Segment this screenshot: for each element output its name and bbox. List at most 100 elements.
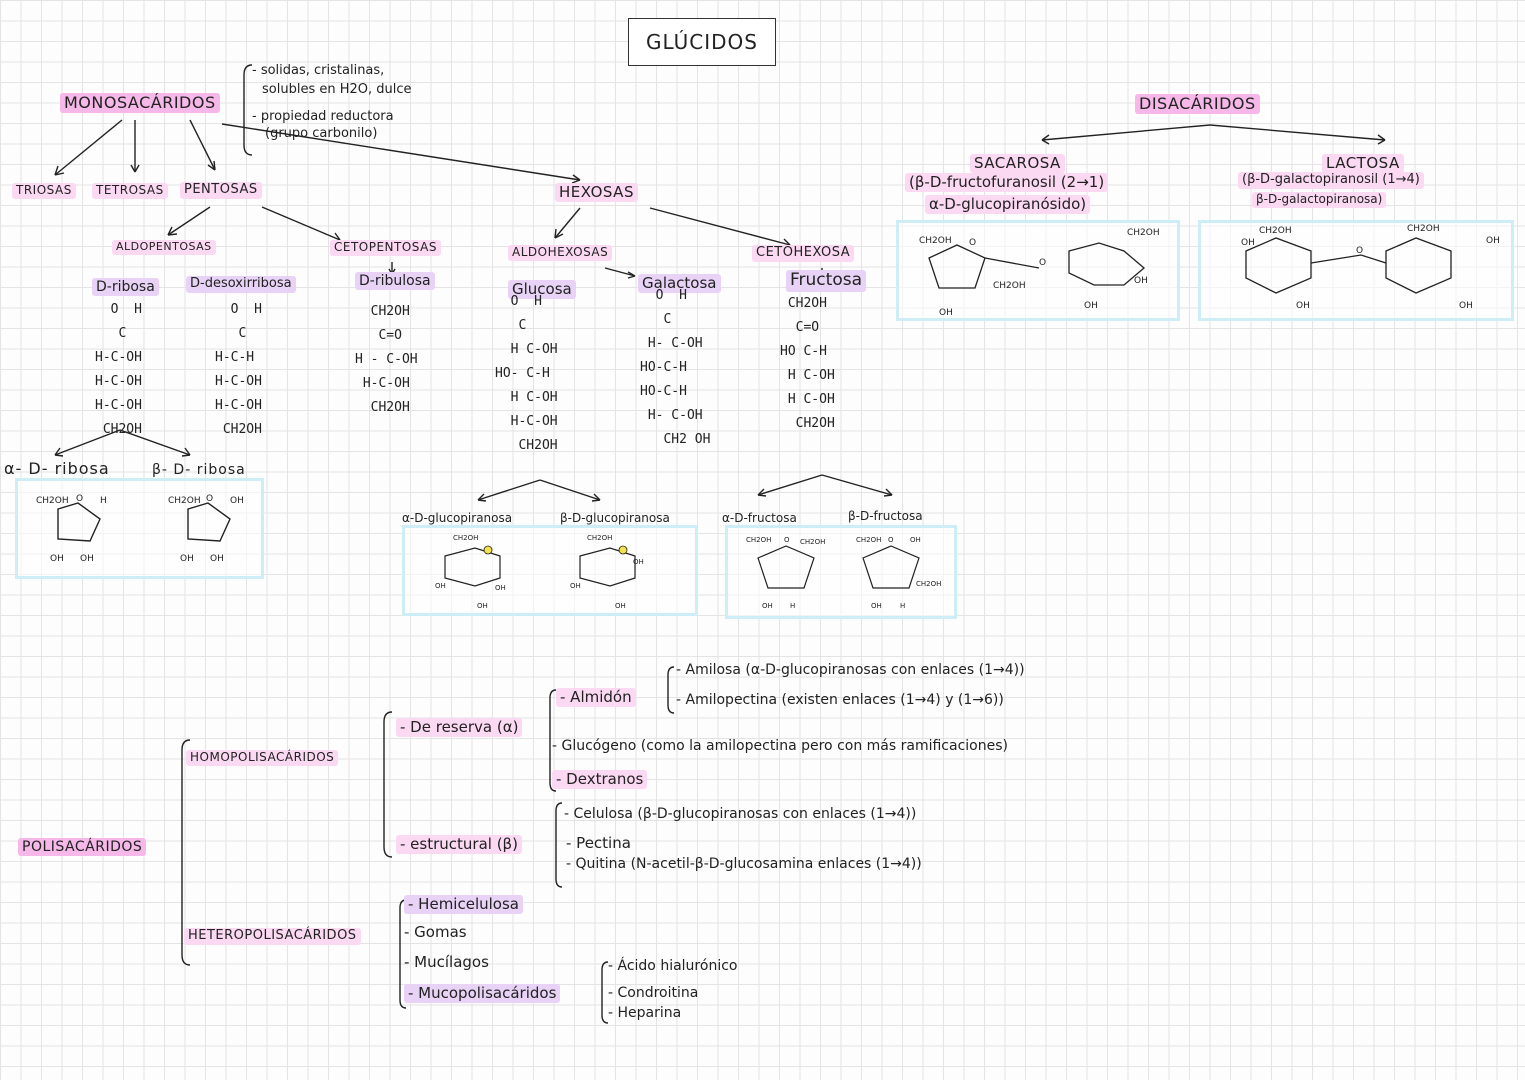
pentosas-label: PENTOSAS bbox=[180, 182, 262, 199]
formula-line: C bbox=[95, 326, 127, 341]
formula-line: C bbox=[640, 312, 672, 327]
ring-label: CH2OH bbox=[800, 538, 825, 546]
amilosa-text: - Amilosa (α-D-glucopiranosas con enlace… bbox=[676, 662, 1025, 678]
ring-label: OH bbox=[910, 536, 921, 544]
glucogeno-text: - Glucógeno (como la amilopectina pero c… bbox=[552, 738, 1008, 754]
formula-line: CH2 OH bbox=[640, 432, 711, 447]
ring-label: CH2OH bbox=[1127, 228, 1160, 238]
formula-line: CH2OH bbox=[355, 400, 410, 415]
ring-label: OH bbox=[633, 558, 644, 566]
ring-label: H bbox=[100, 496, 107, 506]
beta-fructosa-label: β-D-fructosa bbox=[848, 509, 923, 523]
ring-label: O bbox=[1039, 258, 1046, 268]
formula-line: H-C-OH bbox=[95, 374, 142, 389]
formula-line: O H bbox=[95, 302, 142, 317]
ring-label: O bbox=[206, 494, 213, 504]
ring-label: OH bbox=[495, 584, 506, 592]
formula-line: H C-OH bbox=[495, 390, 558, 405]
formula-line: H C-OH bbox=[495, 342, 558, 357]
ring-label: CH2OH bbox=[856, 536, 881, 544]
homopolisacaridos-label: HOMOPOLISACÁRIDOS bbox=[186, 750, 339, 766]
triosas-label: TRIOSAS bbox=[12, 183, 76, 199]
mono-prop-3: - propiedad reductora bbox=[252, 109, 394, 124]
disacaridos-label: DISACÁRIDOS bbox=[1135, 94, 1260, 115]
ribosa-rings: CH2OH O H OH OH CH2OH O OH OH OH bbox=[36, 494, 244, 564]
ring-label: H bbox=[790, 602, 795, 610]
page-title: GLÚCIDOS bbox=[628, 18, 776, 66]
ribosa-label: D-ribosa bbox=[92, 278, 159, 297]
lactosa-desc-1: (β-D-galactopiranosil (1→4) bbox=[1238, 172, 1424, 189]
ring-label: OH bbox=[230, 496, 244, 506]
condroitina-text: - Condroitina bbox=[608, 985, 699, 1001]
formula-line: CH2OH bbox=[495, 438, 558, 453]
ring-label: O bbox=[76, 494, 83, 504]
formula-line: H- C-OH bbox=[640, 408, 703, 423]
ring-label: CH2OH bbox=[36, 496, 69, 506]
ring-label: OH bbox=[615, 602, 626, 610]
formula-line: HO-C-H bbox=[640, 360, 687, 375]
heteropolisacaridos-label: HETEROPOLISACÁRIDOS bbox=[184, 928, 361, 945]
oxygen-marker bbox=[483, 545, 493, 555]
glucopiranosa-rings: CH2OH OH OH OH CH2OH OH OH OH bbox=[435, 534, 644, 610]
quitina-text: - Quitina (N-acetil-β-D-glucosamina enla… bbox=[566, 856, 922, 872]
ring-label: OH bbox=[435, 582, 446, 590]
oxygen-marker bbox=[618, 545, 628, 555]
formula-line: CH2OH bbox=[780, 416, 835, 431]
lactosa-ring: CH2OH OH O CH2OH OH OH OH bbox=[1241, 224, 1500, 311]
aldohexosas-label: ALDOHEXOSAS bbox=[508, 245, 613, 261]
ring-label: OH bbox=[1134, 276, 1148, 286]
ring-label: CH2OH bbox=[1407, 224, 1440, 234]
fructofuranosa-rings: CH2OH CH2OH O OH H CH2OH OH O CH2OH OH H bbox=[746, 536, 941, 610]
hexosas-label: HEXOSAS bbox=[555, 183, 638, 203]
ring-label: CH2OH bbox=[1259, 226, 1292, 236]
lactosa-label: LACTOSA bbox=[1322, 154, 1404, 174]
fructofuranosa-rings-box: CH2OH CH2OH O OH H CH2OH OH O CH2OH OH H bbox=[725, 525, 957, 619]
formula-line: H-C-OH bbox=[215, 398, 262, 413]
lactosa-desc-2: β-D-galactopiranosa) bbox=[1252, 192, 1387, 208]
polisacaridos-label: POLISACÁRIDOS bbox=[18, 838, 147, 857]
mucopolisacaridos-label: - Mucopolisacáridos bbox=[404, 984, 561, 1004]
desoxirribosa-label: D-desoxirribosa bbox=[186, 276, 296, 293]
ring-label: OH bbox=[762, 602, 773, 610]
formula-line: H-C-OH bbox=[355, 376, 410, 391]
formula-line: H-C-OH bbox=[215, 374, 262, 389]
lactosa-ring-box: CH2OH OH O CH2OH OH OH OH bbox=[1198, 220, 1514, 321]
alfa-fructosa-label: α-D-fructosa bbox=[722, 511, 797, 525]
ring-label: CH2OH bbox=[993, 281, 1026, 291]
formula-line: H - C-OH bbox=[355, 352, 418, 367]
formula-line: H-C-OH bbox=[95, 350, 142, 365]
ring-label: CH2OH bbox=[587, 534, 612, 542]
fructosa-label: Fructosa bbox=[786, 270, 866, 292]
formula-line: CH2OH bbox=[780, 296, 827, 311]
ring-label: O bbox=[784, 536, 790, 544]
ring-label: CH2OH bbox=[919, 236, 952, 246]
ribosa-rings-box: CH2OH O H OH OH CH2OH O OH OH OH bbox=[15, 478, 264, 579]
ring-label: O bbox=[969, 238, 976, 248]
galactosa-label: Galactosa bbox=[638, 274, 721, 294]
amilopectina-text: - Amilopectina (existen enlaces (1→4) y … bbox=[676, 692, 1004, 708]
celulosa-text: - Celulosa (β-D-glucopiranosas con enlac… bbox=[564, 806, 917, 822]
ring-label: H bbox=[900, 602, 905, 610]
ring-label: OH bbox=[1296, 301, 1310, 311]
hemicelulosa-label: - Hemicelulosa bbox=[404, 895, 523, 915]
heparina-text: - Heparina bbox=[608, 1005, 682, 1021]
formula-line: HO-C-H bbox=[640, 384, 687, 399]
ring-label: CH2OH bbox=[746, 536, 771, 544]
glucopiranosa-rings-box: CH2OH OH OH OH CH2OH OH OH OH bbox=[402, 525, 698, 616]
formula-line: H C-OH bbox=[780, 392, 835, 407]
formula-line: H-C-H bbox=[215, 350, 255, 365]
almidon-label: - Almidón bbox=[556, 688, 636, 708]
ring-label: OH bbox=[50, 554, 64, 564]
formula-line: H-C-OH bbox=[95, 398, 142, 413]
reserva-label: - De reserva (α) bbox=[396, 718, 523, 738]
sacarosa-desc-2: α-D-glucopiranósido) bbox=[925, 195, 1091, 215]
formula-line: H-C-OH bbox=[495, 414, 558, 429]
formula-line: H- C-OH bbox=[640, 336, 703, 351]
sacarosa-ring-box: CH2OH O OH CH2OH O CH2OH OH OH bbox=[896, 220, 1180, 321]
formula-line: CH2OH bbox=[355, 304, 410, 319]
sacarosa-ring: CH2OH O OH CH2OH O CH2OH OH OH bbox=[919, 228, 1160, 318]
ring-label: CH2OH bbox=[916, 580, 941, 588]
ring-label: CH2OH bbox=[168, 496, 201, 506]
